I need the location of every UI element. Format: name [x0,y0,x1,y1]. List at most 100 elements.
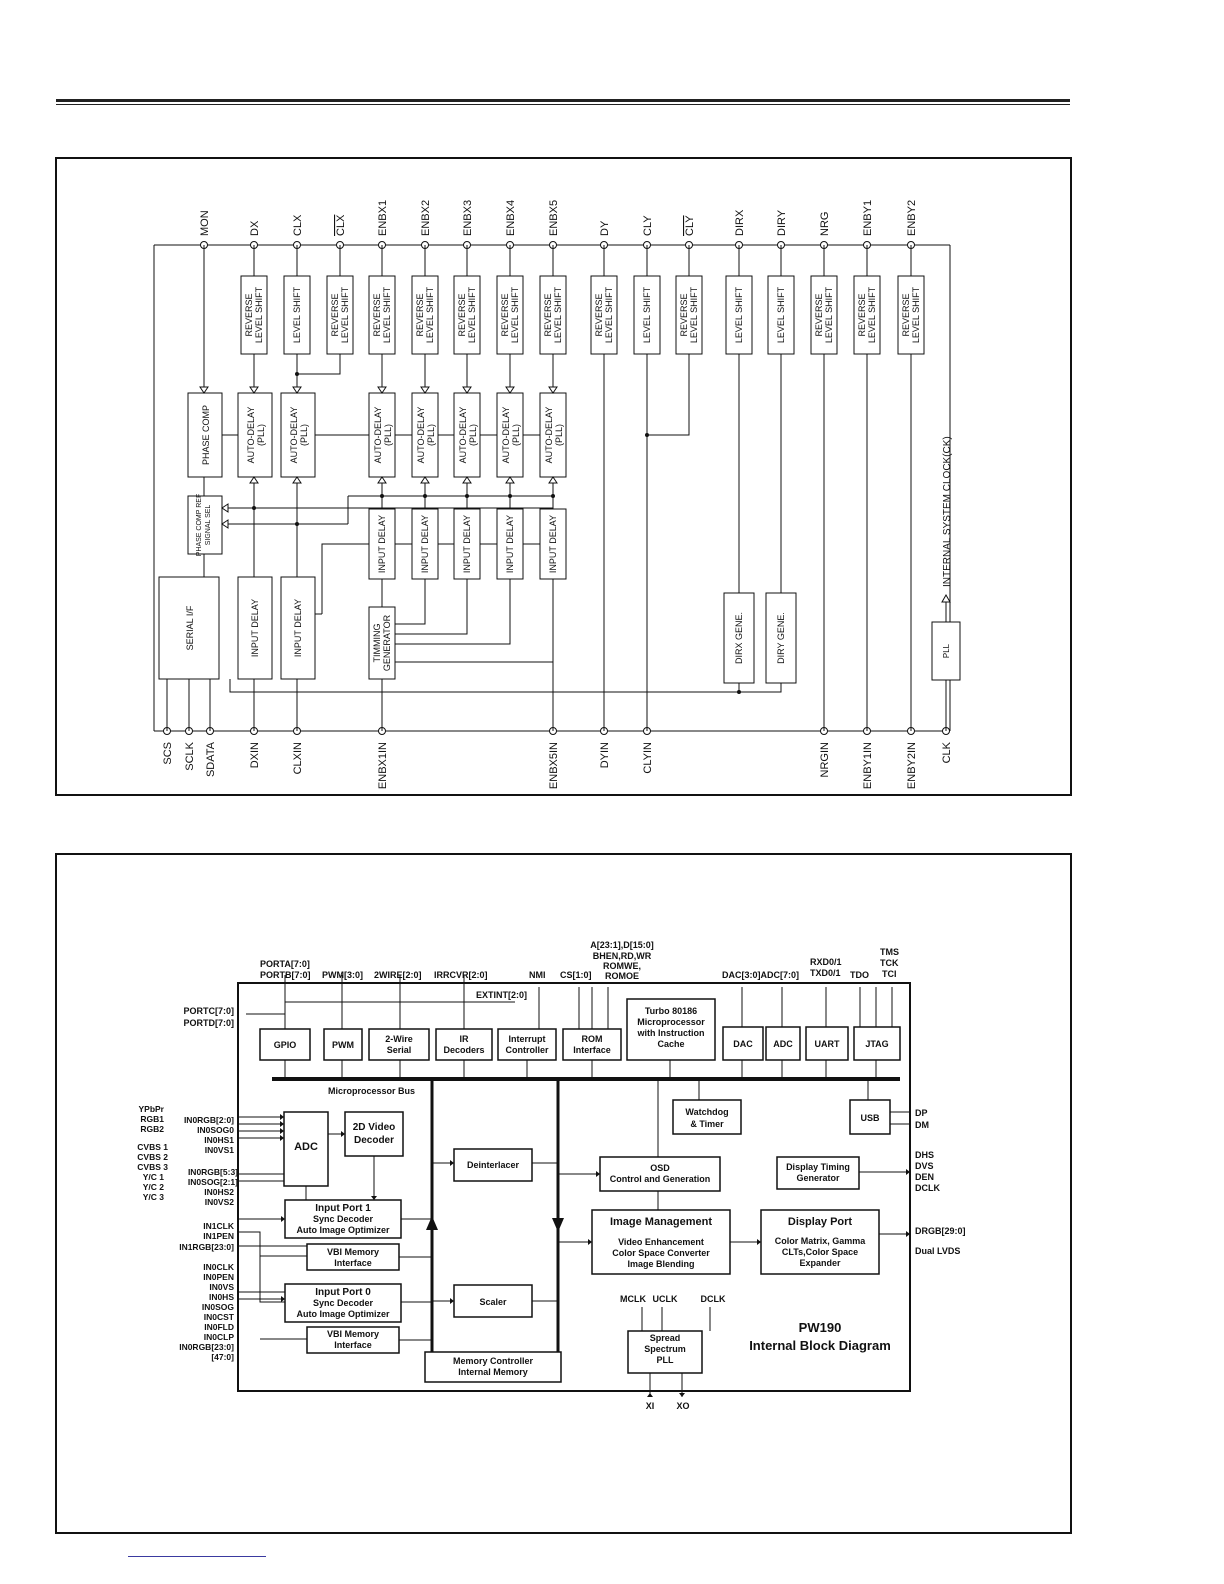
twowire-signal-label: 2WIRE[2:0] [374,970,422,980]
auto-delay-label: (PLL) [426,424,436,446]
dirx-gene-label: DIRX GENE. [734,612,744,664]
top-pin-label: CLY [642,215,654,236]
uart-block-label: UART [815,1039,840,1049]
bottom-pin-label: ENBY2IN [906,742,918,789]
ir-block-label: IR [460,1034,470,1044]
adc-top-block-label: ADC [773,1039,793,1049]
timing-generator-label: TIMMING [372,624,382,663]
dhs-label: DHS [915,1150,934,1160]
reverse-level-shift-label: LEVEL SHIFT [867,286,877,343]
auto-delay-label: AUTO-DELAY [501,407,511,464]
osd-label: Control and Generation [610,1174,711,1184]
portd-label: PORTD[7:0] [183,1018,234,1028]
input-port-1-label: Auto Image Optimizer [296,1225,390,1235]
reverse-level-shift-label: LEVEL SHIFT [911,286,921,343]
top-pin-label: DY [599,220,611,236]
rom-block-label: Interface [573,1045,611,1055]
tci-label: TCI [882,969,897,979]
reverse-level-shift-label: REVERSE [500,293,510,336]
left-signal-label: IN0HS1 [204,1135,234,1145]
left-signal-label: IN0CST [204,1312,235,1322]
bottom-pin-label: CLXIN [292,742,304,774]
diagram-subtitle: Internal Block Diagram [749,1338,891,1353]
irrcvr-label: IRRCVR[2:0] [434,970,488,980]
auto-delay-label: (PLL) [554,424,564,446]
xi-label: XI [646,1401,655,1411]
display-port-label: Color Matrix, Gamma [775,1236,867,1246]
left-signal-label: [47:0] [211,1352,234,1362]
bottom-pin-label: ENBX5IN [548,742,560,789]
porta-label: PORTA[7:0] [260,959,310,969]
auto-delay-label: AUTO-DELAY [458,407,468,464]
left-signal-label: IN0SOG[2:1] [188,1177,238,1187]
display-port-label: Expander [799,1258,841,1268]
dac-adc-signal-label: DAC[3:0]ADC[7:0] [722,970,799,980]
display-port-label: CLTs,Color Space [782,1247,858,1257]
adc-block-label: ADC [294,1141,318,1153]
top-pin-label: CLY [684,215,696,236]
input-delay-label: INPUT DELAY [548,515,558,573]
vbi-0-label: VBI Memory [327,1329,379,1339]
timing-generator-label: GENERATOR [382,614,392,671]
video-decoder-label: Decoder [354,1135,394,1146]
top-pin-label: DIRX [734,209,746,236]
bottom-pin-label: ENBY1IN [862,742,874,789]
bottom-pin-label: SCS [162,742,174,765]
dp-label: DP [915,1108,928,1118]
left-signal-label: CVBS 1 [137,1142,168,1152]
left-signal-label: RGB2 [140,1124,164,1134]
rxd-label: RXD0/1 [810,957,842,967]
osd-label: OSD [650,1163,670,1173]
left-signal-label: IN0VS1 [205,1145,235,1155]
den-label: DEN [915,1172,934,1182]
address-bus-label: ROMWE, [603,961,641,971]
auto-delay-label: AUTO-DELAY [246,407,256,464]
left-signal-label: IN0RGB[5:3] [188,1167,238,1177]
dvs-label: DVS [915,1161,934,1171]
auto-delay-label: AUTO-DELAY [544,407,554,464]
ir-block-label: Decoders [443,1045,484,1055]
pll-block-label: PLL [657,1355,675,1365]
usb-block-label: USB [860,1113,880,1123]
image-management-label: Image Management [610,1216,712,1228]
left-signal-label: CVBS 2 [137,1152,168,1162]
image-management-label: Video Enhancement [618,1237,704,1247]
left-signal-label: YPbPr [138,1104,164,1114]
video-decoder-label: 2D Video [353,1122,396,1133]
left-signal-label: IN0VS2 [205,1197,235,1207]
scaler-label: Scaler [479,1297,507,1307]
bottom-pin-label: ENBX1IN [377,742,389,789]
bottom-pin-label: DYIN [599,742,611,768]
level-shift-label: LEVEL SHIFT [776,286,786,343]
pwm-signal-label: PWM[3:0] [322,970,363,980]
input-delay-label: INPUT DELAY [293,599,303,657]
header-rule-thick [56,99,1070,102]
left-signal-label: IN0CLK [203,1262,235,1272]
reverse-level-shift-label: LEVEL SHIFT [824,286,834,343]
portc-label: PORTC[7:0] [183,1006,234,1016]
input-port-1-label: Sync Decoder [313,1214,374,1224]
left-signal-label: IN0VS [209,1282,234,1292]
reverse-level-shift-label: REVERSE [244,293,254,336]
twowire-block-label: 2-Wire [385,1034,412,1044]
reverse-level-shift-label: LEVEL SHIFT [689,286,699,343]
left-signal-label: IN0FLD [204,1322,234,1332]
left-signal-label: IN1PEN [203,1231,234,1241]
input-port-0-label: Input Port 0 [315,1287,371,1298]
lvds-label: Dual LVDS [915,1246,960,1256]
top-pin-label: ENBX1 [377,200,389,236]
pll-label: PLL [942,643,951,658]
auto-delay-label: (PLL) [256,424,266,446]
reverse-level-shift-label: LEVEL SHIFT [382,286,392,343]
top-pin-label: ENBX5 [548,200,560,236]
top-pin-label: ENBX2 [420,200,432,236]
auto-delay-label: (PLL) [468,424,478,446]
left-signal-label: IN0RGB[23:0] [179,1342,234,1352]
input-port-0-label: Sync Decoder [313,1298,374,1308]
auto-delay-label: (PLL) [383,424,393,446]
memory-controller-label: Memory Controller [453,1356,534,1366]
turbo-block-label: Microprocessor [637,1017,705,1027]
left-signal-label: CVBS 3 [137,1162,168,1172]
pw190-block-diagram: PORTA[7:0]PORTB[7:0]PWM[3:0]2WIRE[2:0]IR… [137,940,965,1411]
left-signal-label: IN0HS2 [204,1187,234,1197]
